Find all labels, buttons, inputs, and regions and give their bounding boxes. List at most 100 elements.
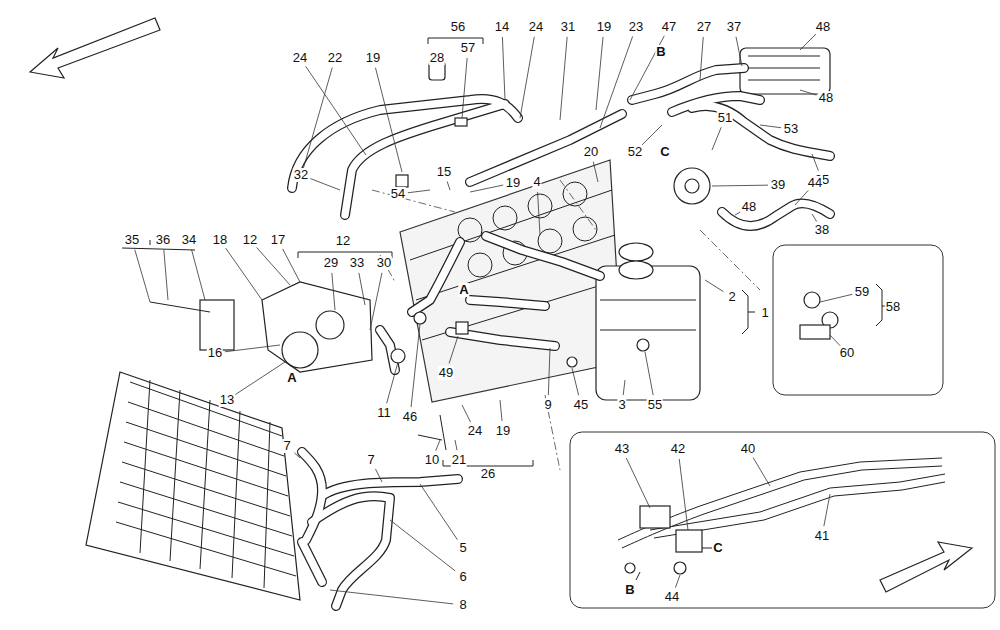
leader-line bbox=[520, 37, 534, 118]
callout-number: 12 bbox=[335, 234, 351, 248]
view-reference-letter: C bbox=[712, 541, 723, 555]
heater-unit bbox=[740, 48, 830, 94]
callout-number: 56 bbox=[450, 20, 466, 34]
callout-number: 27 bbox=[696, 20, 712, 34]
callout-number: 53 bbox=[783, 122, 799, 136]
coolant-hose bbox=[292, 68, 830, 606]
leader-line bbox=[449, 336, 458, 363]
callout-number: 32 bbox=[293, 168, 309, 182]
callout-number: 49 bbox=[438, 366, 454, 380]
callout-number: 24 bbox=[467, 424, 483, 438]
callout-number: 19 bbox=[596, 20, 612, 34]
callout-number: 40 bbox=[740, 442, 756, 456]
callout-number: 11 bbox=[376, 406, 392, 420]
leader-line bbox=[225, 345, 280, 352]
callout-number: 24 bbox=[528, 20, 544, 34]
engine-detail bbox=[410, 182, 618, 340]
leader-line bbox=[705, 280, 724, 292]
leader-line bbox=[812, 154, 818, 171]
leader-line bbox=[455, 440, 457, 450]
leader-line bbox=[375, 68, 402, 172]
callout-number: 55 bbox=[647, 398, 663, 412]
callout-number: 17 bbox=[270, 233, 286, 247]
callout-number: 2 bbox=[727, 290, 736, 304]
callout-number: 6 bbox=[458, 570, 467, 584]
leader-line bbox=[642, 125, 662, 145]
leader-line bbox=[560, 37, 567, 120]
callout-number: 47 bbox=[661, 20, 677, 34]
leader-line bbox=[359, 273, 365, 305]
view-reference-letter: A bbox=[458, 283, 469, 297]
leader-line bbox=[462, 58, 467, 118]
leader-line bbox=[390, 520, 455, 571]
leader-line bbox=[700, 37, 703, 80]
leader-line bbox=[300, 68, 332, 180]
direction-arrow bbox=[880, 542, 972, 592]
callout-number: 43 bbox=[614, 442, 630, 456]
leader-line bbox=[332, 273, 335, 310]
leader-line bbox=[164, 250, 168, 300]
heater-pipe bbox=[650, 474, 945, 538]
callout-number: 5 bbox=[458, 541, 467, 555]
callout-number: 60 bbox=[839, 346, 855, 360]
leader-line bbox=[830, 335, 840, 346]
callout-number: 23 bbox=[628, 20, 644, 34]
callout-number: 44 bbox=[664, 590, 680, 604]
leader-line bbox=[679, 459, 688, 530]
radiator bbox=[86, 372, 300, 600]
leader-line bbox=[462, 405, 471, 422]
callout-number: 19 bbox=[495, 424, 511, 438]
leader-line bbox=[502, 37, 505, 100]
callout-number: 8 bbox=[458, 598, 467, 612]
heater-pipe bbox=[618, 458, 942, 548]
callout-number: 29 bbox=[323, 256, 339, 270]
callout-number: 58 bbox=[885, 300, 901, 314]
callout-number: 37 bbox=[726, 20, 742, 34]
leader-line bbox=[283, 249, 300, 282]
callout-number: 21 bbox=[451, 453, 467, 467]
leader-line bbox=[800, 34, 816, 50]
callout-number: 14 bbox=[494, 20, 510, 34]
leader-line bbox=[623, 380, 625, 395]
callout-number: 16 bbox=[207, 346, 223, 360]
leader-line bbox=[626, 458, 650, 508]
leader-line bbox=[538, 192, 540, 235]
leader-line bbox=[675, 575, 680, 588]
leader-line bbox=[600, 36, 633, 128]
callout-number: 42 bbox=[670, 442, 686, 456]
inset-panel bbox=[570, 432, 995, 608]
callout-number: 48 bbox=[741, 200, 757, 214]
leader-line bbox=[645, 352, 653, 395]
callout-number: 18 bbox=[212, 233, 228, 247]
electric-pump bbox=[674, 168, 710, 204]
inset-panel bbox=[773, 245, 943, 395]
callout-number: 36 bbox=[155, 233, 171, 247]
callout-number: 48 bbox=[815, 20, 831, 34]
leader-line bbox=[420, 484, 457, 540]
callout-number: 54 bbox=[390, 187, 406, 201]
leader-line bbox=[596, 37, 603, 110]
engine-head bbox=[400, 160, 622, 402]
leader-line bbox=[812, 214, 817, 222]
leader-line bbox=[306, 66, 366, 155]
callout-number: 52 bbox=[627, 145, 643, 159]
leader-line bbox=[375, 469, 382, 482]
leader-line bbox=[548, 348, 550, 395]
callout-number: 7 bbox=[366, 453, 375, 467]
leader-line bbox=[712, 185, 768, 187]
leader-line bbox=[310, 179, 340, 190]
callout-number: 1 bbox=[760, 306, 769, 320]
callout-number: 13 bbox=[219, 393, 235, 407]
view-reference-letter: B bbox=[655, 45, 666, 59]
callout-number: 26 bbox=[480, 467, 496, 481]
tank-cap bbox=[619, 243, 653, 261]
leader-line bbox=[470, 185, 503, 192]
expansion-tank bbox=[596, 266, 700, 400]
view-reference-letter: B bbox=[624, 583, 635, 597]
callout-number: 51 bbox=[717, 111, 733, 125]
callout-number: 46 bbox=[402, 410, 418, 424]
bracket bbox=[200, 300, 234, 350]
leader-line bbox=[824, 494, 830, 526]
callout-number: 22 bbox=[327, 51, 343, 65]
